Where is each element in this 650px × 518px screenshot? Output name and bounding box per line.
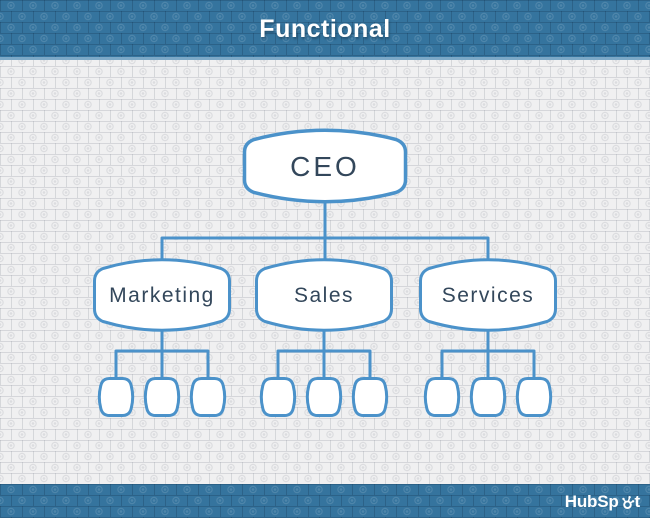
marketing-member-2-shape — [143, 377, 181, 417]
services-member-2-shape — [469, 377, 507, 417]
hubspot-logo-prefix: HubSp — [564, 491, 619, 511]
node-sales-label: Sales — [293, 284, 355, 307]
marketing-member-3-shape — [189, 377, 227, 417]
hubspot-sprocket-icon — [621, 495, 634, 509]
header-bar: Functional — [0, 0, 650, 60]
connector-marketing-to-team — [114, 330, 210, 379]
services-member-1-shape — [423, 377, 461, 417]
node-ceo-label: CEO — [290, 151, 360, 182]
node-marketing-label: Marketing — [109, 284, 215, 307]
sales-member-1-shape — [259, 377, 297, 417]
sales-member-3-shape — [351, 377, 389, 417]
marketing-member-1-shape — [97, 377, 135, 417]
connector-sales-to-team — [276, 330, 372, 379]
sales-member-2-shape — [305, 377, 343, 417]
hubspot-logo-suffix: t — [634, 491, 641, 511]
node-services-label: Services — [441, 284, 535, 307]
connector-services-to-team — [440, 330, 536, 379]
hubspot-logo: HubSp t — [565, 493, 640, 510]
connector-ceo-to-departments — [160, 202, 490, 261]
footer-bar: HubSp t — [0, 484, 650, 518]
services-member-3-shape — [515, 377, 553, 417]
page-title: Functional — [259, 15, 391, 43]
